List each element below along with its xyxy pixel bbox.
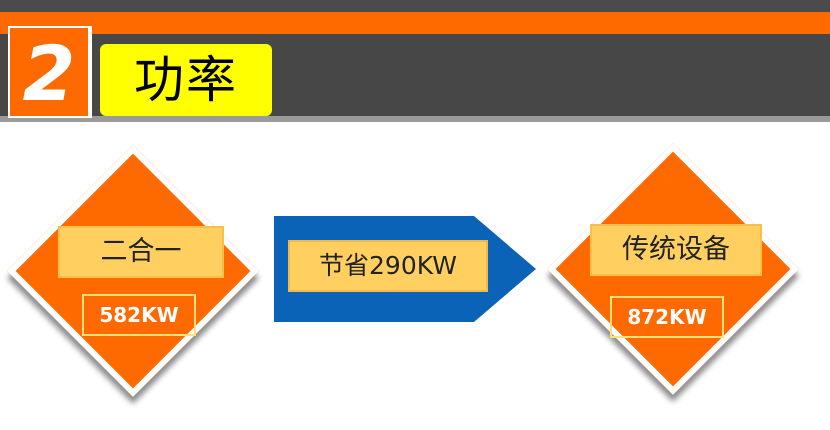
section-number: 2 bbox=[22, 29, 76, 118]
header-bottom-line bbox=[0, 116, 830, 122]
left-diamond-group: 二合一 582KW bbox=[7, 145, 259, 397]
section-title: 功率 bbox=[134, 51, 238, 109]
right-label-box: 传统设备 bbox=[590, 224, 762, 276]
left-label: 二合一 bbox=[100, 236, 182, 267]
section-number-box: 2 bbox=[8, 26, 92, 118]
savings-label: 节省290KW bbox=[319, 251, 457, 280]
left-value-box: 582KW bbox=[82, 294, 196, 336]
left-label-box: 二合一 bbox=[58, 226, 224, 278]
header-top-border bbox=[0, 0, 830, 12]
left-value: 582KW bbox=[99, 303, 179, 327]
right-value: 872KW bbox=[627, 305, 707, 329]
right-label: 传统设备 bbox=[622, 234, 730, 265]
right-value-box: 872KW bbox=[610, 296, 724, 338]
right-diamond-group: 传统设备 872KW bbox=[547, 143, 799, 395]
section-title-box: 功率 bbox=[100, 44, 272, 116]
savings-label-box: 节省290KW bbox=[288, 240, 488, 292]
header-orange-strip bbox=[0, 12, 830, 34]
section-header: 2 功率 bbox=[0, 0, 830, 122]
